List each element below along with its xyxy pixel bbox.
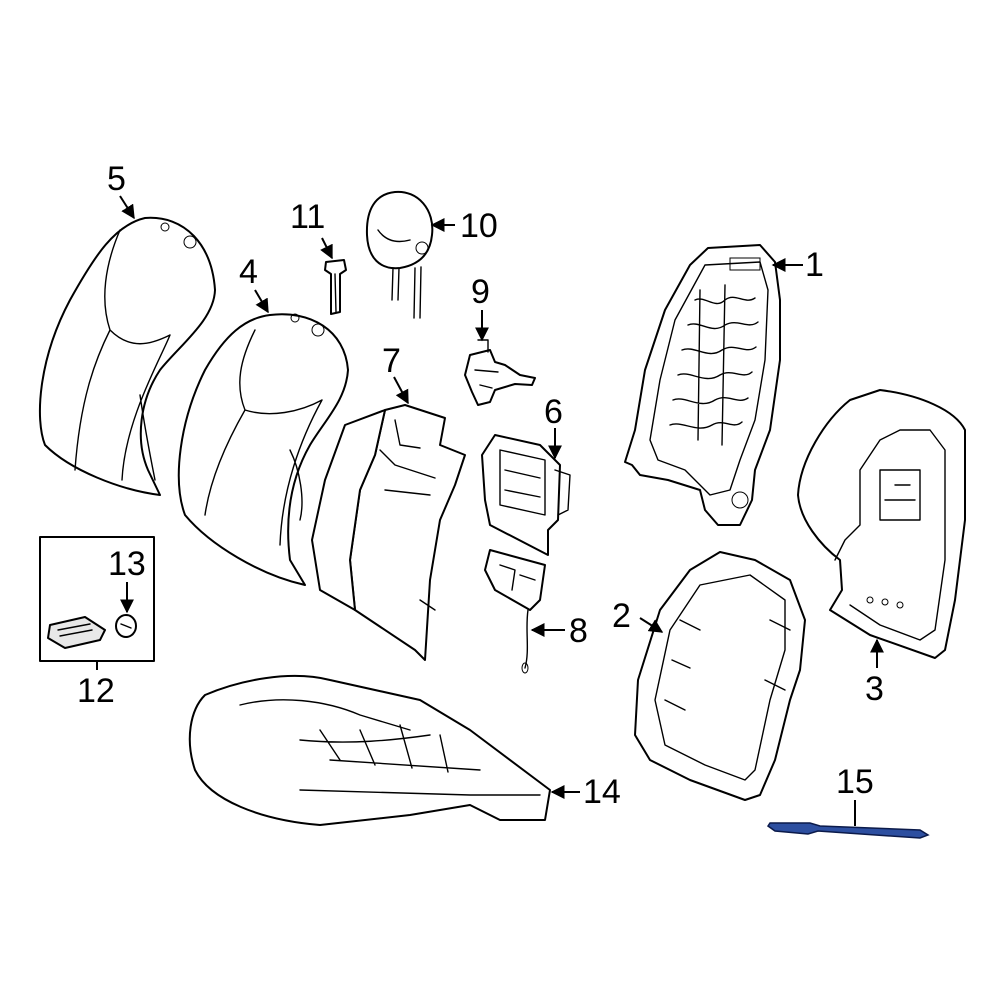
part-9-actuator <box>464 339 536 406</box>
callout-15: 15 <box>836 763 874 801</box>
part-7-back-pad <box>311 404 466 661</box>
part-6-lumbar-support <box>481 434 571 556</box>
callout-10: 10 <box>460 207 498 245</box>
callout-3: 3 <box>865 670 884 708</box>
part-1-back-frame <box>624 244 781 526</box>
callout-12: 12 <box>77 672 115 710</box>
part-12-switch-kit <box>39 536 155 662</box>
part-8-lumbar-module <box>484 549 546 674</box>
callout-6: 6 <box>544 393 563 431</box>
callout-1: 1 <box>805 246 824 284</box>
callout-7: 7 <box>382 342 401 380</box>
part-2-back-panel-frame <box>634 551 806 801</box>
part-10-headrest <box>365 190 434 319</box>
callout-5: 5 <box>107 160 126 198</box>
part-3-back-panel <box>797 389 966 659</box>
part-13-knob <box>115 614 137 638</box>
part-11-headrest-guide <box>324 259 347 315</box>
part-5-seat-back-cover <box>38 216 216 496</box>
part-15-trim-strip <box>766 822 930 839</box>
callout-9: 9 <box>471 273 490 311</box>
part-14-seat-cushion <box>188 675 551 826</box>
callout-14: 14 <box>583 773 621 811</box>
callout-4: 4 <box>239 253 258 291</box>
callout-2: 2 <box>612 597 631 635</box>
callout-leaders <box>96 195 884 826</box>
part-4-seat-back-cover-inner <box>177 313 349 586</box>
callout-11: 11 <box>290 198 325 236</box>
callout-13: 13 <box>108 545 146 583</box>
callout-8: 8 <box>569 612 588 650</box>
